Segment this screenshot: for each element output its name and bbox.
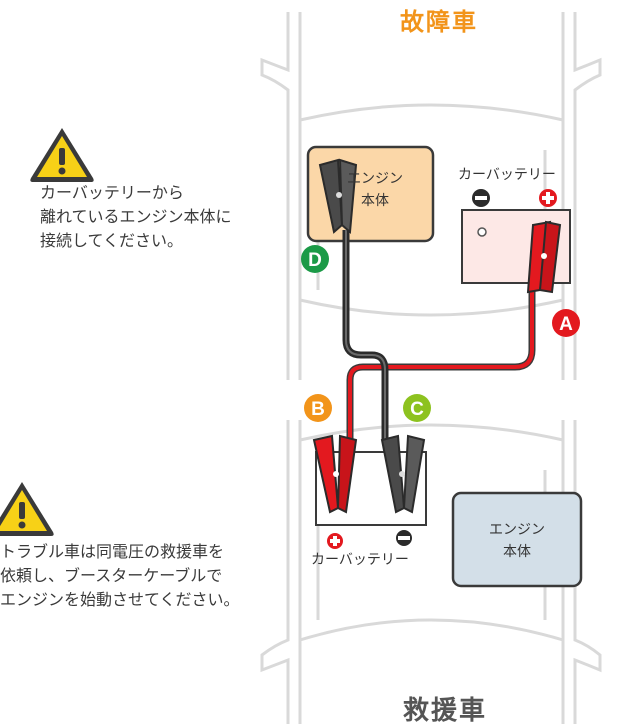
rescue-car-outline bbox=[260, 420, 602, 724]
marker-b: B bbox=[304, 394, 332, 422]
svg-text:A: A bbox=[559, 314, 573, 335]
svg-text:D: D bbox=[308, 250, 322, 271]
clamp-icon bbox=[526, 220, 562, 294]
faulty-car-title: 故障車 bbox=[400, 8, 478, 36]
marker-c: C bbox=[403, 394, 431, 422]
warning-icon bbox=[30, 128, 94, 182]
warning-note-engine: カーバッテリーから 離れているエンジン本体に 接続してください。 bbox=[40, 183, 232, 250]
minus-icon bbox=[472, 189, 490, 207]
plus-icon bbox=[327, 533, 343, 549]
rescue-car-title: 救援車 bbox=[403, 696, 488, 726]
plus-icon bbox=[539, 189, 557, 207]
engine-top-label: エンジン 本体 bbox=[347, 171, 403, 209]
svg-text:B: B bbox=[311, 399, 325, 420]
warning-note-voltage: トラブル車は同電圧の救援車を 依頼し、ブースターケーブルで エンジンを始動させて… bbox=[0, 542, 240, 609]
warning-icon bbox=[0, 482, 54, 536]
svg-text:C: C bbox=[410, 399, 424, 420]
clamp-icon bbox=[318, 158, 358, 235]
engine-body-bottom bbox=[451, 491, 583, 588]
battery-top-terminal-negative bbox=[477, 227, 487, 237]
battery-bottom-label: カーバッテリー bbox=[311, 552, 409, 568]
minus-icon bbox=[396, 530, 412, 546]
marker-a: A bbox=[552, 309, 580, 337]
faulty-car-outline bbox=[260, 12, 602, 380]
clamp-icon bbox=[380, 434, 426, 514]
clamp-icon bbox=[312, 434, 358, 514]
battery-top-label: カーバッテリー bbox=[458, 167, 556, 183]
engine-bottom-label: エンジン 本体 bbox=[489, 522, 545, 560]
marker-d: D bbox=[301, 245, 329, 273]
